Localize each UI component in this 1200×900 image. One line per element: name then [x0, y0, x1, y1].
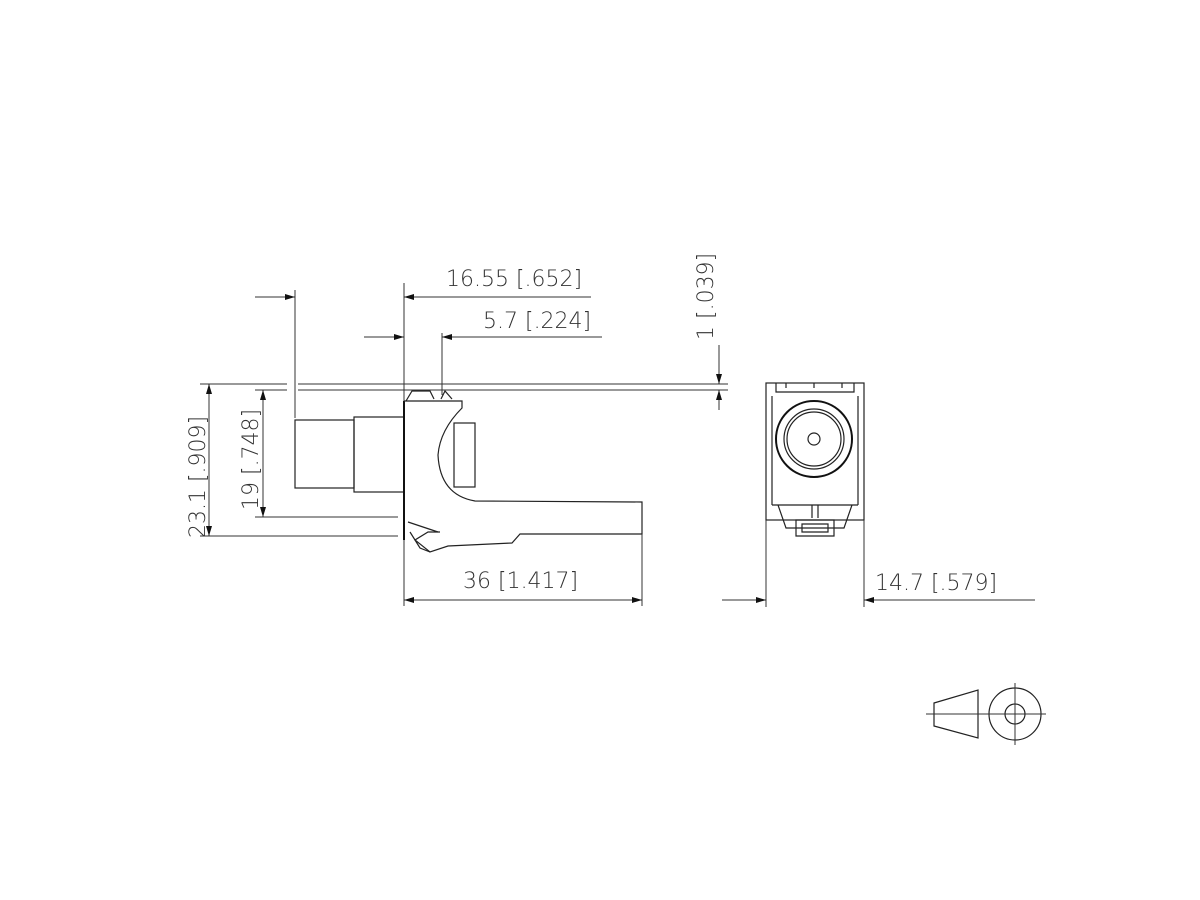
plug-collar	[353, 416, 405, 493]
dimension-16-55: 16.55 [.652]	[255, 267, 591, 418]
center-pin	[807, 432, 821, 446]
dimension-label: 1 [.039]	[694, 253, 719, 340]
front-view	[765, 382, 865, 607]
jack-body	[404, 400, 643, 553]
dimension-5-7: 5.7 [.224]	[364, 309, 602, 395]
dimension-label: 36 [1.417]	[463, 569, 578, 594]
bottom-latch	[407, 521, 439, 553]
jack-outer-ring	[775, 400, 853, 478]
dimension-36: 36 [1.417]	[403, 534, 643, 606]
dimension-14-7: 14.7 [.579]	[722, 571, 1035, 603]
plug-rear	[294, 419, 355, 489]
dimension-1: 1 [.039]	[694, 253, 722, 410]
contact-window	[453, 422, 476, 488]
dimension-label: 14.7 [.579]	[875, 571, 997, 596]
dimension-19: 19 [.748]	[239, 390, 398, 518]
dimension-23-1: 23.1 [.909]	[186, 384, 398, 538]
dimension-label: 16.55 [.652]	[446, 267, 582, 292]
top-latch	[405, 389, 453, 402]
side-view	[294, 389, 643, 553]
dimension-label: 5.7 [.224]	[483, 309, 591, 334]
dimension-label: 23.1 [.909]	[186, 416, 211, 538]
first-angle-projection-icon	[926, 683, 1046, 745]
dimension-label: 19 [.748]	[239, 409, 264, 510]
